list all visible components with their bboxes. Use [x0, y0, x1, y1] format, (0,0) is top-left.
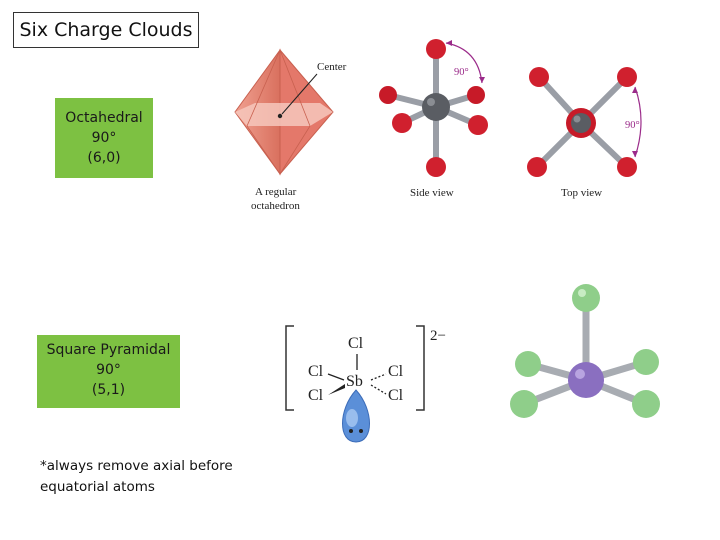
- center-label: Center: [317, 61, 347, 73]
- octahedron-diagram: Center A regular octahedron: [234, 48, 347, 212]
- right-bracket: [416, 325, 425, 411]
- top-view-model: 90° Top view: [527, 67, 642, 199]
- octahedral-notation: (6,0): [87, 150, 121, 166]
- oxygen-atom: [617, 157, 637, 177]
- octahedral-box: Octahedral 90° (6,0): [55, 98, 153, 178]
- center-pointer: [281, 73, 318, 115]
- angle-arc: [634, 86, 642, 158]
- antimony-atom: [568, 362, 604, 398]
- oxygen-atom: [468, 115, 488, 135]
- octahedral-angle: 90°: [91, 130, 117, 146]
- octahedron-caption-line2: octahedron: [251, 200, 300, 212]
- oxygen-atom: [426, 39, 446, 59]
- oxygen-atom: [426, 157, 446, 177]
- left-bracket: [285, 325, 294, 411]
- center-atom: [422, 93, 450, 121]
- square-pyramidal-box: Square Pyramidal 90° (5,1): [37, 335, 180, 408]
- cl-left-lower: Cl: [308, 387, 324, 404]
- side-view-model: 90° Side view: [379, 39, 488, 199]
- square-pyramidal-model: [510, 284, 660, 418]
- ion-charge: 2−: [430, 328, 446, 344]
- side-view-label: Side view: [410, 187, 454, 199]
- top-angle-label: 90°: [625, 120, 640, 131]
- oxygen-atom: [392, 113, 412, 133]
- axial-note: *always remove axial before equatorial a…: [40, 458, 233, 495]
- cl-right-upper: Cl: [388, 363, 404, 380]
- oxygen-atom: [529, 67, 549, 87]
- oxygen-atom: [379, 86, 397, 104]
- chlorine-atom: [632, 390, 660, 418]
- lone-pair-electron: [359, 429, 363, 433]
- lone-pair-electron: [349, 429, 353, 433]
- chlorine-atom: [510, 390, 538, 418]
- lewis-structure: 2− Cl Sb Cl Cl Cl Cl: [285, 325, 446, 443]
- oxygen-atom: [527, 157, 547, 177]
- top-view-label: Top view: [561, 187, 602, 199]
- sb-center: Sb: [346, 373, 363, 390]
- slide-title: Six Charge Clouds: [13, 12, 199, 48]
- oxygen-atom: [467, 86, 485, 104]
- octahedral-name: Octahedral: [65, 110, 143, 126]
- cl-top: Cl: [348, 335, 364, 352]
- square-pyramidal-angle: 90°: [96, 362, 121, 378]
- octahedron-caption-line1: A regular: [255, 186, 297, 198]
- square-pyramidal-notation: (5,1): [91, 382, 126, 398]
- cl-left-upper: Cl: [308, 363, 324, 380]
- chlorine-atom: [633, 349, 659, 375]
- cl-right-lower: Cl: [388, 387, 404, 404]
- side-angle-label: 90°: [454, 67, 469, 78]
- oxygen-atom: [617, 67, 637, 87]
- octahedron-center-band: [235, 103, 333, 126]
- chlorine-atom: [515, 351, 541, 377]
- chlorine-atom: [572, 284, 600, 312]
- octahedron-center-dot: [277, 113, 283, 119]
- square-pyramidal-name: Square Pyramidal: [46, 342, 171, 358]
